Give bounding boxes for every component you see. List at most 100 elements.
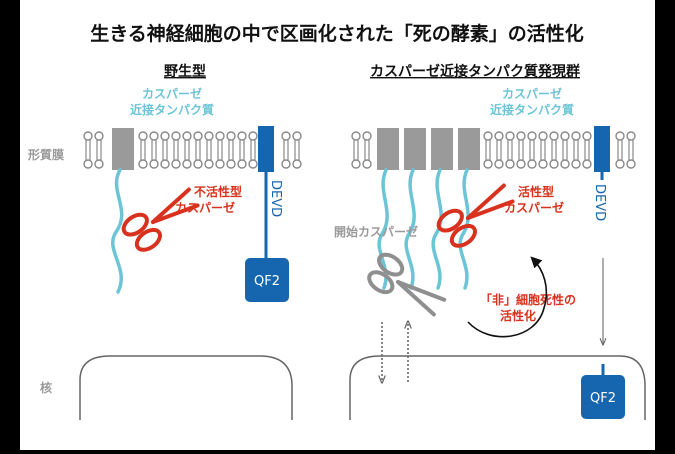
lipid-head <box>538 131 548 141</box>
lipid-tail <box>584 140 590 160</box>
lipid-tail <box>518 140 524 160</box>
right-protein-label-1: カスパーゼ <box>502 86 562 101</box>
right-proximity-protein-tail <box>431 168 443 290</box>
right-panel-heading: カスパーゼ近接タンパク質発現群 <box>370 63 580 80</box>
lipid-head <box>626 159 636 169</box>
right-qf2-box <box>581 375 625 419</box>
lipid-head <box>505 131 515 141</box>
lipid-head <box>138 131 148 141</box>
lipid-head <box>571 131 581 141</box>
lipid-head <box>362 131 372 141</box>
lipid-tail <box>540 140 546 160</box>
lipid-head <box>560 131 570 141</box>
lipid-head <box>292 159 302 169</box>
lipid-head <box>83 131 93 141</box>
lipid-head <box>281 159 291 169</box>
left-enzyme-label-2: カスパーゼ <box>175 200 235 215</box>
lipid-head <box>538 159 548 169</box>
lipid-tail <box>573 140 579 160</box>
lipid-tail <box>283 140 289 160</box>
lipid-head <box>281 131 291 141</box>
left-enzyme-label-1: 不活性型 <box>194 184 242 199</box>
plasma-membrane-left <box>83 131 302 169</box>
lipid-head <box>160 159 170 169</box>
lipid-tail <box>353 140 359 160</box>
membrane-label: 形質膜 <box>28 147 64 162</box>
diagram-canvas: 生きる神経細胞の中で区画化された「死の酵素」の活性化 野生型 カスパーゼ近接タン… <box>20 0 655 450</box>
lipid-head <box>483 131 493 141</box>
lipid-head <box>149 131 159 141</box>
diagram-svg: 生きる神経細胞の中で区画化された「死の酵素」の活性化 野生型 カスパーゼ近接タン… <box>28 22 646 420</box>
lipid-tail <box>562 140 568 160</box>
right-proximity-proteins <box>377 128 480 290</box>
lipid-tail <box>206 140 212 160</box>
lipid-tail <box>173 140 179 160</box>
lipid-tail <box>140 140 146 160</box>
right-proximity-protein-tail <box>404 168 416 290</box>
lipid-head <box>226 159 236 169</box>
lipid-tail <box>485 140 491 160</box>
lipid-tail <box>195 140 201 160</box>
activation-curved-arrow <box>467 256 548 338</box>
lipid-head <box>215 131 225 141</box>
lipid-tail <box>85 140 91 160</box>
lipid-head <box>160 131 170 141</box>
nonapoptotic-label-1: 「非」細胞死性の <box>480 292 576 307</box>
figure-title: 生きる神経細胞の中で区画化された「死の酵素」の活性化 <box>90 22 584 45</box>
lipid-head <box>83 159 93 169</box>
right-protein-label-2: 近接タンパク質 <box>490 102 574 117</box>
plasma-membrane-right <box>351 131 636 169</box>
right-nucleus-outline <box>349 355 646 420</box>
left-proximity-protein-tail <box>111 168 124 294</box>
lipid-tail <box>96 140 102 160</box>
lipid-tail <box>617 140 623 160</box>
lipid-head <box>626 131 636 141</box>
lipid-head <box>549 131 559 141</box>
lipid-head <box>248 159 258 169</box>
lipid-tail <box>162 140 168 160</box>
lipid-tail <box>250 140 256 160</box>
lipid-head <box>215 159 225 169</box>
lipid-head <box>193 131 203 141</box>
right-proximity-protein-tm <box>431 128 453 170</box>
right-enzyme-label-1: 活性型 <box>518 184 554 199</box>
lipid-head <box>94 159 104 169</box>
lipid-head <box>171 131 181 141</box>
nucleus-label: 核 <box>40 380 52 395</box>
lipid-head <box>494 131 504 141</box>
lipid-tail <box>228 140 234 160</box>
left-protein-label-1: カスパーゼ <box>142 86 202 101</box>
lipid-head <box>204 131 214 141</box>
lipid-head <box>248 131 258 141</box>
left-inactive-caspase-scissors-icon <box>121 187 200 252</box>
lipid-head <box>226 131 236 141</box>
lipid-tail <box>628 140 634 160</box>
lipid-head <box>237 159 247 169</box>
initiator-caspase-label: 開始カスパーゼ <box>334 224 418 239</box>
lipid-tail <box>239 140 245 160</box>
lipid-head <box>582 131 592 141</box>
left-panel-heading: 野生型 <box>164 63 206 80</box>
lipid-tail <box>496 140 502 160</box>
lipid-head <box>362 159 372 169</box>
lipid-head <box>237 131 247 141</box>
lipid-head <box>171 159 181 169</box>
right-proximity-protein-tm <box>377 128 399 170</box>
lipid-head <box>516 131 526 141</box>
lipid-head <box>549 159 559 169</box>
lipid-head <box>615 159 625 169</box>
lipid-head <box>204 159 214 169</box>
left-proximity-protein-tm <box>112 128 134 170</box>
lipid-head <box>527 131 537 141</box>
right-reporter-tm <box>594 126 610 172</box>
left-devd-label: DEVD <box>268 180 283 217</box>
left-nucleus-outline <box>79 355 293 420</box>
right-proximity-protein-tm <box>458 128 480 170</box>
lipid-head <box>149 159 159 169</box>
lipid-head <box>292 131 302 141</box>
right-proximity-protein-tail <box>458 168 470 290</box>
lipid-tail <box>364 140 370 160</box>
right-proximity-protein-tm <box>404 128 426 170</box>
lipid-head <box>182 159 192 169</box>
right-qf2-label: QF2 <box>590 391 616 406</box>
